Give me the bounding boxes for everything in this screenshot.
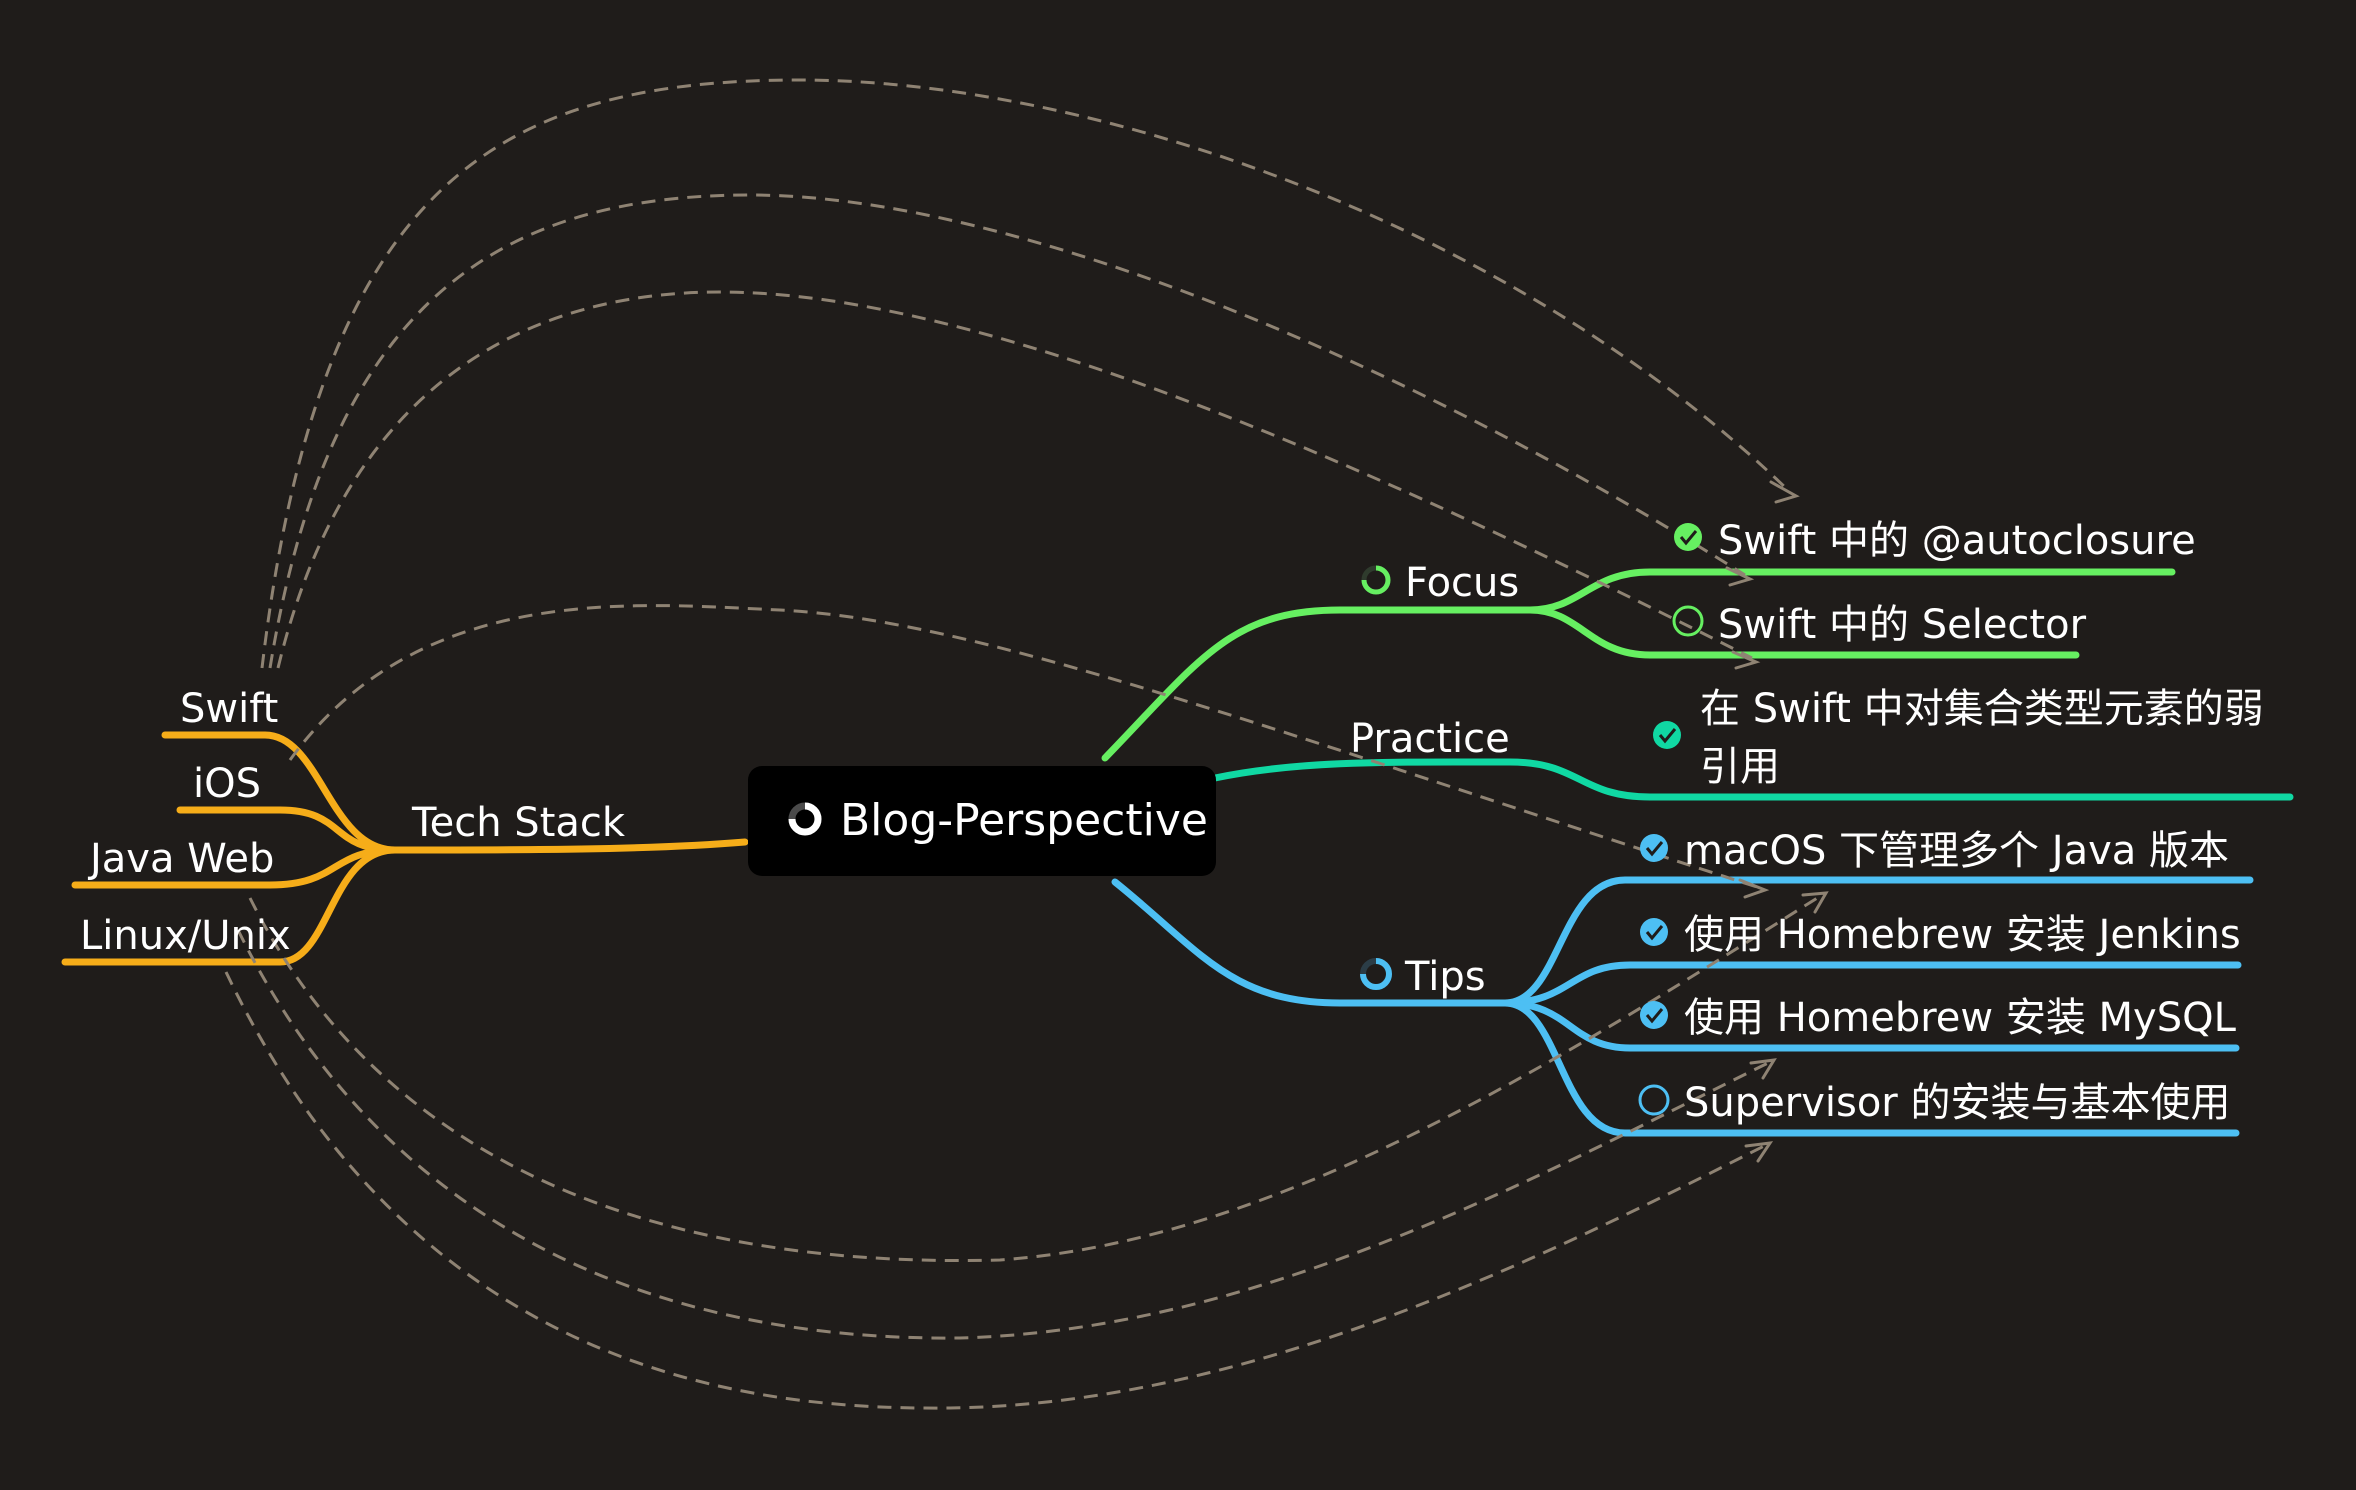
tips-leaf-1[interactable]: macOS 下管理多个 Java 版本 <box>1640 828 2229 874</box>
task-done-icon <box>1640 918 1668 946</box>
progress-ring-icon <box>1360 958 1392 990</box>
focus-branches <box>1101 568 2176 762</box>
focus-node[interactable]: Focus <box>1361 560 1519 606</box>
relation-arrowhead <box>1744 1141 1774 1163</box>
focus-leaf-2-text: Swift 中的 Selector <box>1718 602 2087 648</box>
relation-swift-autoclosure <box>260 78 1792 669</box>
tips-leaf-3[interactable]: 使用 Homebrew 安装 MySQL <box>1640 995 2237 1041</box>
tips-label: Tips <box>1404 954 1486 1000</box>
focus-leaf-2[interactable]: Swift 中的 Selector <box>1672 602 2087 648</box>
task-todo-icon <box>1672 605 1704 637</box>
relation-swift-weakref <box>276 290 1753 669</box>
focus-leaf-1-line <box>1526 568 2176 614</box>
practice-leaf-1-line-2: 引用 <box>1700 744 1780 790</box>
tips-leaf-4[interactable]: Supervisor 的安装与基本使用 <box>1638 1080 2230 1126</box>
root-node[interactable]: Blog-Perspective <box>748 766 1216 876</box>
branch-linux-unix <box>61 846 399 966</box>
task-done-icon <box>1674 523 1702 551</box>
tech-stack-connector <box>391 838 749 854</box>
tips-leaf-2[interactable]: 使用 Homebrew 安装 Jenkins <box>1640 912 2241 958</box>
practice-branches <box>1211 758 2294 801</box>
practice-leaf-1[interactable]: 在 Swift 中对集合类型元素的弱 引用 <box>1653 686 2264 790</box>
tips-leaf-2-line <box>1501 961 2242 1007</box>
relation-arrowhead <box>1801 891 1829 914</box>
tech-item-linux-unix[interactable]: Linux/Unix <box>80 913 291 959</box>
root-title: Blog-Perspective <box>840 795 1208 846</box>
task-done-icon <box>1640 1001 1668 1029</box>
relation-swift-selector <box>268 193 1746 669</box>
relation-arrowhead <box>1731 650 1761 670</box>
relation-javaweb-jenkins <box>248 893 1823 1263</box>
tips-connector <box>1111 878 1509 1007</box>
relation-linux-mysql <box>236 929 1771 1340</box>
task-done-icon <box>1640 834 1668 862</box>
tips-leaf-2-text: 使用 Homebrew 安装 Jenkins <box>1684 912 2241 958</box>
branch-ios <box>176 806 399 854</box>
tips-node[interactable]: Tips <box>1360 954 1486 1000</box>
task-todo-icon <box>1638 1084 1670 1116</box>
tips-leaf-3-line <box>1501 999 2240 1052</box>
tech-item-swift[interactable]: Swift <box>180 686 278 732</box>
tips-leaf-1-text: macOS 下管理多个 Java 版本 <box>1684 828 2229 874</box>
relation-arrowhead <box>1769 480 1800 504</box>
progress-ring-icon <box>1361 565 1391 595</box>
practice-label[interactable]: Practice <box>1350 716 1510 762</box>
tech-stack-label[interactable]: Tech Stack <box>411 800 626 846</box>
tech-item-java-web[interactable]: Java Web <box>87 836 274 882</box>
focus-leaf-2-line <box>1526 606 2080 659</box>
tips-leaf-1-line <box>1501 876 2254 1007</box>
tech-stack-branches <box>61 731 749 966</box>
relation-linux-supervisor <box>224 971 1767 1410</box>
relation-arrowhead <box>1749 1058 1777 1080</box>
practice-leaf-1-line-1: 在 Swift 中对集合类型元素的弱 <box>1700 686 2264 732</box>
tips-leaf-4-text: Supervisor 的安装与基本使用 <box>1684 1080 2230 1126</box>
tips-branches <box>1111 876 2254 1137</box>
tips-leaf-4-line <box>1501 999 2240 1137</box>
relation-arrowhead <box>1725 566 1755 587</box>
relation-java-macos <box>288 604 1761 890</box>
focus-connector <box>1101 606 1534 762</box>
task-done-icon <box>1653 721 1681 749</box>
relationship-curves <box>224 78 1829 1410</box>
root-node-box[interactable] <box>748 766 1216 876</box>
tips-leaf-3-text: 使用 Homebrew 安装 MySQL <box>1684 995 2237 1041</box>
branch-swift <box>161 731 399 854</box>
practice-connector <box>1211 758 2294 801</box>
focus-leaf-1-text: Swift 中的 @autoclosure <box>1718 518 2196 564</box>
tech-item-ios[interactable]: iOS <box>193 761 261 807</box>
relation-arrowhead <box>1738 878 1770 899</box>
focus-label: Focus <box>1405 560 1519 606</box>
focus-leaf-1[interactable]: Swift 中的 @autoclosure <box>1674 518 2196 564</box>
progress-ring-icon <box>788 802 822 836</box>
